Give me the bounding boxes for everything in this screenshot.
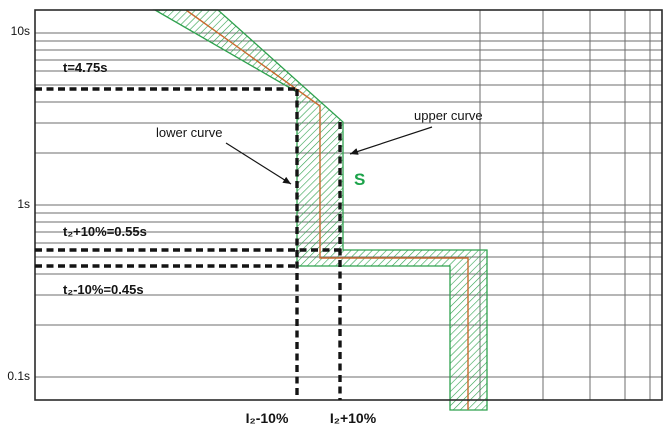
label-t-4p75s: t=4.75s: [63, 60, 108, 75]
label-s-zone: S: [354, 170, 366, 189]
x-tick-i2-minus-10pct: I₂-10%: [245, 410, 289, 426]
annotation-arrow: [349, 126, 433, 155]
x-tick-i2-plus-10pct: I₂+10%: [329, 410, 377, 426]
annotation-arrow: [225, 142, 292, 185]
y-tick-1s: 1s: [17, 197, 30, 211]
y-tick-10s: 10s: [10, 24, 30, 38]
label-lower-curve: lower curve: [156, 125, 223, 140]
label-t2-minus-10pct: t₂-10%=0.45s: [63, 282, 144, 297]
plot-border: [34, 9, 663, 401]
label-upper-curve: upper curve: [414, 108, 483, 123]
y-tick-0p1s: 0.1s: [7, 369, 30, 383]
nominal-curve: [185, 9, 469, 410]
tolerance-band: [152, 9, 488, 411]
label-t2-plus-10pct: t₂+10%=0.55s: [63, 224, 147, 239]
